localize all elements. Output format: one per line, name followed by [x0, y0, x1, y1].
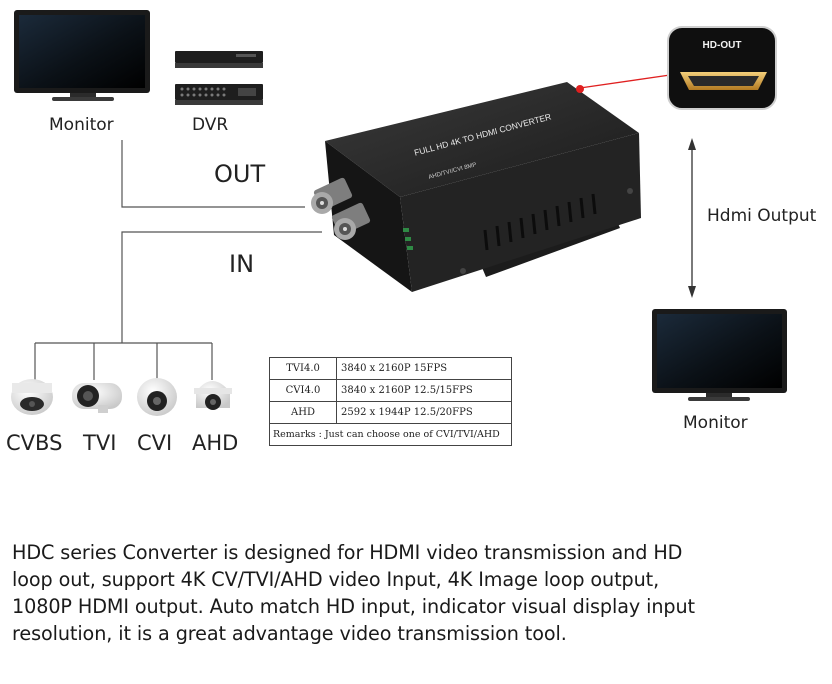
camera-label-tvi: TVI: [83, 431, 117, 455]
hdmi-output-arrow: [688, 138, 696, 298]
monitor-right-label: Monitor: [683, 413, 748, 433]
hd-out-callout: [576, 26, 777, 110]
format-cell: CVI4.0: [269, 379, 337, 402]
camera-cvbs-icon: [11, 379, 53, 415]
hd-out-label: HD-OUT: [702, 40, 742, 51]
description-line: resolution, it is a great advantage vide…: [12, 622, 567, 645]
format-cell: TVI4.0: [269, 357, 337, 380]
table-row: AHD 2592 x 1944P 12.5/20FPS: [269, 401, 512, 424]
dvr-label: DVR: [192, 115, 229, 135]
resolution-cell: 2592 x 1944P 12.5/20FPS: [336, 401, 512, 424]
remarks-cell: Remarks : Just can choose one of CVI/TVI…: [269, 423, 512, 446]
resolution-spec-table: TVI4.0 3840 x 2160P 15FPS CVI4.0 3840 x …: [269, 357, 512, 446]
table-row: CVI4.0 3840 x 2160P 12.5/15FPS: [269, 379, 512, 402]
converter-device: [311, 82, 641, 292]
camera-label-cvbs: CVBS: [6, 431, 63, 455]
description-paragraph: HDC series Converter is designed for HDM…: [12, 539, 827, 647]
monitor-top-icon: [14, 10, 150, 101]
resolution-cell: 3840 x 2160P 12.5/15FPS: [336, 379, 512, 402]
description-line: HDC series Converter is designed for HDM…: [12, 541, 683, 564]
out-label: OUT: [214, 160, 266, 188]
format-cell: AHD: [269, 401, 337, 424]
dvr-icon: [175, 51, 263, 105]
table-row: Remarks : Just can choose one of CVI/TVI…: [269, 423, 512, 446]
monitor-top-label: Monitor: [49, 115, 114, 135]
hdmi-output-label: Hdmi Output: [707, 206, 817, 226]
resolution-cell: 3840 x 2160P 15FPS: [336, 357, 512, 380]
description-line: 1080P HDMI output. Auto match HD input, …: [12, 595, 695, 618]
camera-ahd-icon: [194, 381, 232, 410]
table-row: TVI4.0 3840 x 2160P 15FPS: [269, 357, 512, 380]
description-line: loop out, support 4K CV/TVI/AHD video In…: [12, 568, 660, 591]
connection-lines: [34, 140, 322, 380]
in-label: IN: [229, 250, 255, 278]
camera-tvi-icon: [72, 383, 122, 413]
camera-cvi-icon: [137, 378, 177, 416]
camera-label-cvi: CVI: [137, 431, 173, 455]
camera-label-ahd: AHD: [192, 431, 239, 455]
monitor-right-icon: [652, 309, 787, 401]
